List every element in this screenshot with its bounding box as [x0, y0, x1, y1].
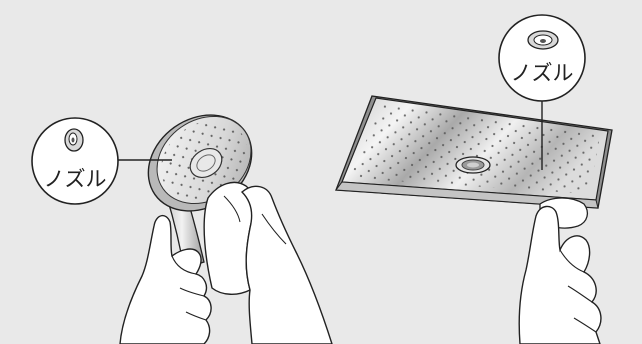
handheld-shower-scene — [120, 95, 332, 344]
overhead-nozzle-label: ノズル — [511, 61, 574, 85]
right-hand — [242, 186, 332, 344]
handheld-nozzle-label: ノズル — [44, 167, 107, 191]
overhead-shower-scene — [336, 96, 612, 344]
nozzle-icon — [65, 129, 83, 151]
overhead-center-nozzle — [456, 157, 490, 173]
cleaning-cloth-left — [204, 182, 253, 294]
nozzle-icon — [528, 31, 558, 49]
